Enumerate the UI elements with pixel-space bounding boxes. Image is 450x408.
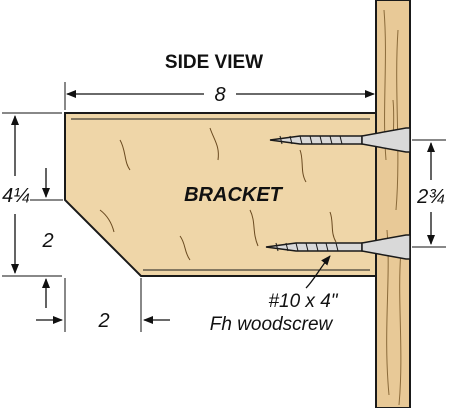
diagram-title: SIDE VIEW (165, 52, 263, 73)
screw-spacing-label: 2¾ (416, 186, 445, 208)
upper-screw (269, 127, 411, 153)
screw-spacing-dimension (412, 139, 446, 248)
part-label: BRACKET (184, 184, 284, 206)
height-dimension (2, 112, 62, 277)
lower-height-dimension (30, 168, 63, 308)
height-label: 4¼ (2, 185, 30, 207)
fastener-label-line1: #10 x 4" (268, 291, 338, 312)
inset-label: 2 (97, 310, 109, 332)
inset-dimension (36, 278, 170, 332)
fastener-leader (305, 255, 331, 289)
bracket-shape (64, 112, 377, 277)
length-label: 8 (214, 84, 225, 106)
fastener-label-line2: Fh woodscrew (210, 314, 334, 335)
length-dimension (64, 82, 375, 110)
wall-post (375, 0, 411, 408)
lower-screw (265, 234, 411, 260)
lower-height-label: 2 (41, 230, 53, 252)
